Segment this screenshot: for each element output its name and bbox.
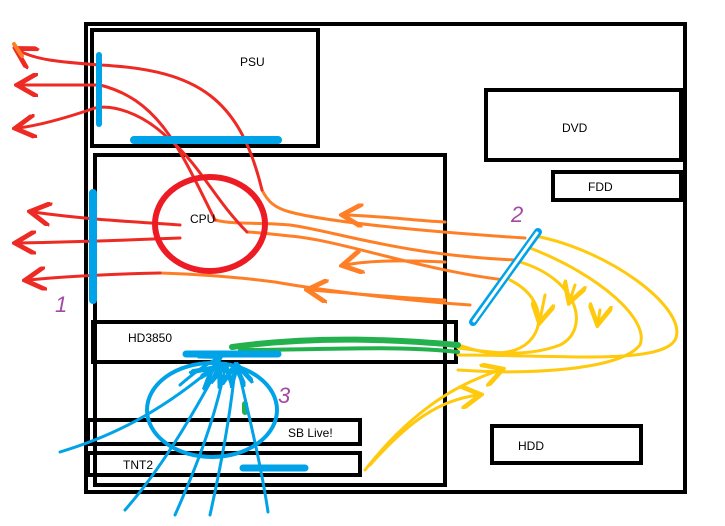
case-outline: [84, 22, 687, 494]
yellow-airflow-line: [456, 278, 541, 355]
fan-number-1: 1: [55, 292, 67, 317]
tnt-label: TNT2: [123, 458, 153, 472]
blue-airflow-line: [178, 358, 218, 387]
yellow-airflow-line: [456, 246, 643, 374]
psu-label: PSU: [240, 55, 265, 69]
front-fan-inner: [472, 231, 539, 323]
psu-box: [90, 28, 320, 148]
exhaust-arrows: [12, 42, 264, 280]
fdd-box: [551, 170, 683, 202]
fan-number-3: 3: [278, 383, 291, 408]
blue-airflow-line: [173, 368, 225, 517]
orange-airflow-line: [310, 290, 447, 300]
fdd-label: FDD: [588, 180, 613, 194]
cpu-label: CPU: [190, 212, 215, 226]
fans: [89, 52, 542, 472]
gpu-airflow: [229, 336, 461, 415]
gpu-intake-arrows: [58, 358, 270, 517]
orange-airflow-line: [345, 261, 447, 265]
red-exhaust-tip: [12, 42, 24, 58]
sound-label: SB Live!: [288, 426, 333, 440]
red-airflow-line: [18, 238, 182, 243]
blue-airflow-line: [58, 370, 210, 454]
red-airflow-line: [18, 105, 249, 234]
yellow-airflow-line: [363, 370, 500, 472]
yellow-airflow-line: [368, 395, 478, 467]
fan-number-2: 2: [510, 202, 523, 227]
orange-airflow-line: [158, 271, 472, 307]
red-airflow-line: [18, 50, 264, 192]
red-airflow-line: [33, 212, 182, 227]
orange-airflow-line: [260, 188, 527, 240]
cpu-fan-circle: [152, 174, 268, 274]
orange-airflow-line: [345, 215, 447, 222]
yellow-airflow-line: [598, 310, 600, 322]
blue-airflow-line: [123, 368, 218, 512]
yellow-airflow-line: [570, 285, 575, 300]
yellow-airflow-line: [456, 234, 679, 359]
hdd-intake-arrows: [363, 234, 679, 472]
green-airflow-line: [238, 346, 460, 354]
hdd-label: HDD: [518, 439, 544, 453]
blue-airflow-line: [238, 368, 270, 514]
dvd-box: [484, 88, 683, 162]
green-airflow-line: [229, 336, 461, 350]
orange-airflow-line: [213, 218, 517, 262]
red-airflow-line: [20, 85, 217, 222]
hdd-box: [490, 424, 643, 465]
dvd-label: DVD: [562, 121, 588, 135]
gpu-label: HD3850: [128, 331, 172, 345]
yellow-airflow-line: [540, 293, 545, 320]
front-intake-arrows: [158, 188, 527, 307]
